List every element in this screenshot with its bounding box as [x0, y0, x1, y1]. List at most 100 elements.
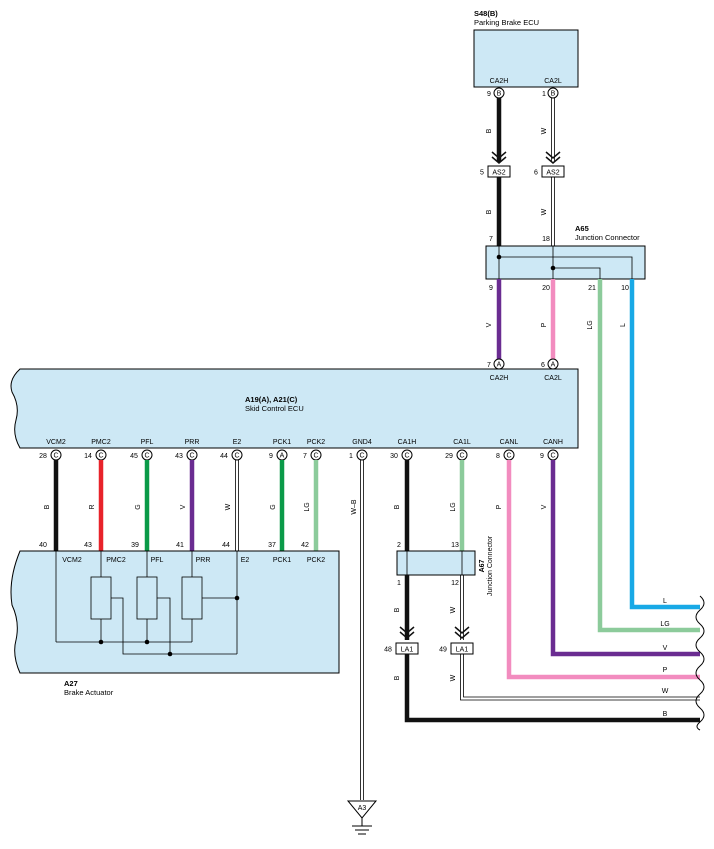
- svg-text:C: C: [313, 453, 318, 460]
- svg-text:E2: E2: [241, 557, 250, 564]
- wire-color-a65-21: LG: [587, 320, 594, 329]
- brake-actuator-name: Brake Actuator: [64, 688, 114, 697]
- svg-text:44: 44: [220, 453, 228, 460]
- exit-label-l: L: [663, 598, 667, 605]
- svg-text:C: C: [53, 453, 58, 460]
- svg-text:GND4: GND4: [352, 439, 372, 446]
- svg-text:41: 41: [176, 542, 184, 549]
- as2-label-1: AS2: [492, 170, 505, 177]
- svg-text:44: 44: [222, 542, 230, 549]
- svg-text:PMC2: PMC2: [106, 557, 126, 564]
- svg-text:8: 8: [496, 453, 500, 460]
- wire-color-as2-l: W: [541, 208, 548, 215]
- svg-text:PRR: PRR: [196, 557, 211, 564]
- svg-text:PCK1: PCK1: [273, 439, 291, 446]
- svg-text:1: 1: [397, 580, 401, 587]
- svg-text:13: 13: [451, 542, 459, 549]
- brake-actuator: 40 43 39 41 44 37 42 VCM2 PMC2 PFL PRR E…: [10, 542, 340, 697]
- svg-text:A: A: [280, 453, 285, 460]
- wire-color-pck1: G: [270, 504, 277, 509]
- svg-text:PFL: PFL: [141, 439, 154, 446]
- exit-label-p: P: [663, 667, 668, 674]
- svg-text:29: 29: [445, 453, 453, 460]
- parking-ecu-code: S48(B): [474, 9, 498, 18]
- exit-label-v: V: [663, 645, 668, 652]
- break-line: [695, 595, 705, 731]
- skid-top-label-ca2h: CA2H: [490, 375, 509, 382]
- parking-pin-label-ca2l: CA2L: [544, 78, 562, 85]
- svg-text:LA1: LA1: [401, 647, 414, 654]
- svg-text:CA1H: CA1H: [398, 439, 417, 446]
- svg-text:C: C: [459, 453, 464, 460]
- la1-connectors: LA1 LA1 48 49: [384, 642, 474, 655]
- wire-color-a65-20: P: [541, 322, 548, 327]
- a65-pin-21: 21: [588, 285, 596, 292]
- ground-a3: A3: [346, 800, 378, 835]
- parking-conn-b2: B: [551, 91, 556, 98]
- svg-text:E2: E2: [233, 439, 242, 446]
- svg-text:28: 28: [39, 453, 47, 460]
- svg-text:LA1: LA1: [456, 647, 469, 654]
- parking-pin-label-ca2h: CA2H: [490, 78, 509, 85]
- skid-bottom-pin-ca1l: CA1L C 29: [445, 439, 471, 461]
- svg-text:48: 48: [384, 647, 392, 654]
- skid-top-num-7: 7: [487, 362, 491, 369]
- svg-text:37: 37: [268, 542, 276, 549]
- a65-pin-10: 10: [621, 285, 629, 292]
- a65-pin-9: 9: [489, 285, 493, 292]
- wire-color-as2-h: B: [486, 209, 493, 214]
- svg-text:14: 14: [84, 453, 92, 460]
- svg-text:30: 30: [390, 453, 398, 460]
- wire-color-a67-12: W: [450, 606, 457, 613]
- svg-text:C: C: [506, 453, 511, 460]
- exit-label-b: B: [663, 711, 668, 718]
- ground-label: A3: [358, 805, 367, 812]
- wire-color-vcm2: B: [44, 504, 51, 509]
- svg-text:CANL: CANL: [500, 439, 519, 446]
- svg-text:C: C: [359, 453, 364, 460]
- parking-pin-num-9: 9: [487, 91, 491, 98]
- skid-top-num-6: 6: [541, 362, 545, 369]
- skid-top-conn-a2: A: [551, 362, 556, 369]
- svg-text:C: C: [234, 453, 239, 460]
- svg-text:PFL: PFL: [151, 557, 164, 564]
- skid-bottom-pin-canl: CANL C8: [496, 439, 519, 461]
- wire-color-la1-49: W: [450, 674, 457, 681]
- a65-pin-18: 18: [542, 236, 550, 243]
- svg-text:12: 12: [451, 580, 459, 587]
- svg-text:C: C: [144, 453, 149, 460]
- parking-pin-num-1: 1: [542, 91, 546, 98]
- svg-text:VCM2: VCM2: [46, 439, 66, 446]
- wire-color-a67-1: B: [394, 607, 401, 612]
- wire-color-ca1l: LG: [450, 502, 457, 511]
- svg-text:C: C: [98, 453, 103, 460]
- svg-text:CA1L: CA1L: [453, 439, 471, 446]
- wire-color-ca1h: B: [394, 504, 401, 509]
- wire-color-a65-9: V: [486, 322, 493, 327]
- skid-ecu-name: Skid Control ECU: [245, 404, 304, 413]
- svg-text:43: 43: [175, 453, 183, 460]
- as2-pin-5: 5: [480, 170, 484, 177]
- as2-connectors: AS2 AS2 5 6: [480, 165, 565, 178]
- a65-pin-20: 20: [542, 285, 550, 292]
- svg-text:C: C: [404, 453, 409, 460]
- svg-text:1: 1: [349, 453, 353, 460]
- wire-color-pmc2: R: [89, 504, 96, 509]
- svg-text:VCM2: VCM2: [62, 557, 82, 564]
- svg-text:PCK2: PCK2: [307, 557, 325, 564]
- as2-label-2: AS2: [546, 170, 559, 177]
- junction-connector-a67: 2 13 1 12 A67 Junction Connector: [396, 535, 494, 596]
- svg-text:PCK1: PCK1: [273, 557, 291, 564]
- svg-text:2: 2: [397, 542, 401, 549]
- junction-connector-a65: A65 Junction Connector 7 18 9 20 21 10: [485, 224, 646, 292]
- svg-text:9: 9: [269, 453, 273, 460]
- a65-pin-7: 7: [489, 236, 493, 243]
- exit-label-w: W: [662, 688, 669, 695]
- svg-text:49: 49: [439, 647, 447, 654]
- svg-text:39: 39: [131, 542, 139, 549]
